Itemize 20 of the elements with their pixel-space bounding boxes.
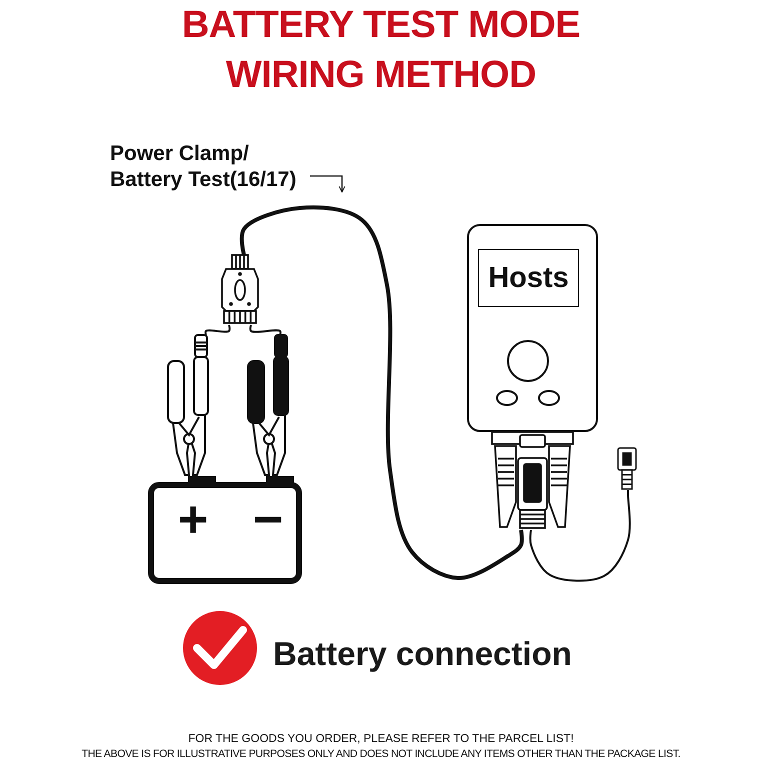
callout-label: Power Clamp/ Battery Test(16/17) [110, 141, 310, 195]
cable [249, 324, 282, 336]
terminal-sign: − [252, 490, 284, 550]
title: BATTERY TEST MODE WIRING METHOD [180, 3, 582, 98]
cable [529, 490, 631, 582]
alligator-clip-drawing [245, 335, 291, 477]
battery-drawing [148, 476, 302, 584]
screen-display: Hosts [478, 249, 579, 307]
caption-text: Battery connection [273, 634, 572, 674]
cable [240, 205, 524, 580]
terminal-sign: + [176, 490, 210, 550]
footnote-text: THE ABOVE IS FOR ILLUSTRATIVE PURPOSES ONLY AND DOES NOT INCLUDE ANY ITEMS OTHER THAN THE PACKAGE LIST. [80, 747, 682, 762]
cable [204, 324, 231, 336]
sensor-plug-drawing [618, 448, 636, 490]
footnote-text: FOR THE GOODS YOU ORDER, PLEASE REFER TO THE PARCEL LIST! [187, 732, 575, 747]
alligator-clip-drawing [165, 335, 211, 477]
db-connector-drawing [490, 432, 575, 530]
handheld-device [467, 224, 598, 432]
y-splitter-connector-drawing [222, 255, 258, 325]
leader-arrow [310, 175, 346, 192]
